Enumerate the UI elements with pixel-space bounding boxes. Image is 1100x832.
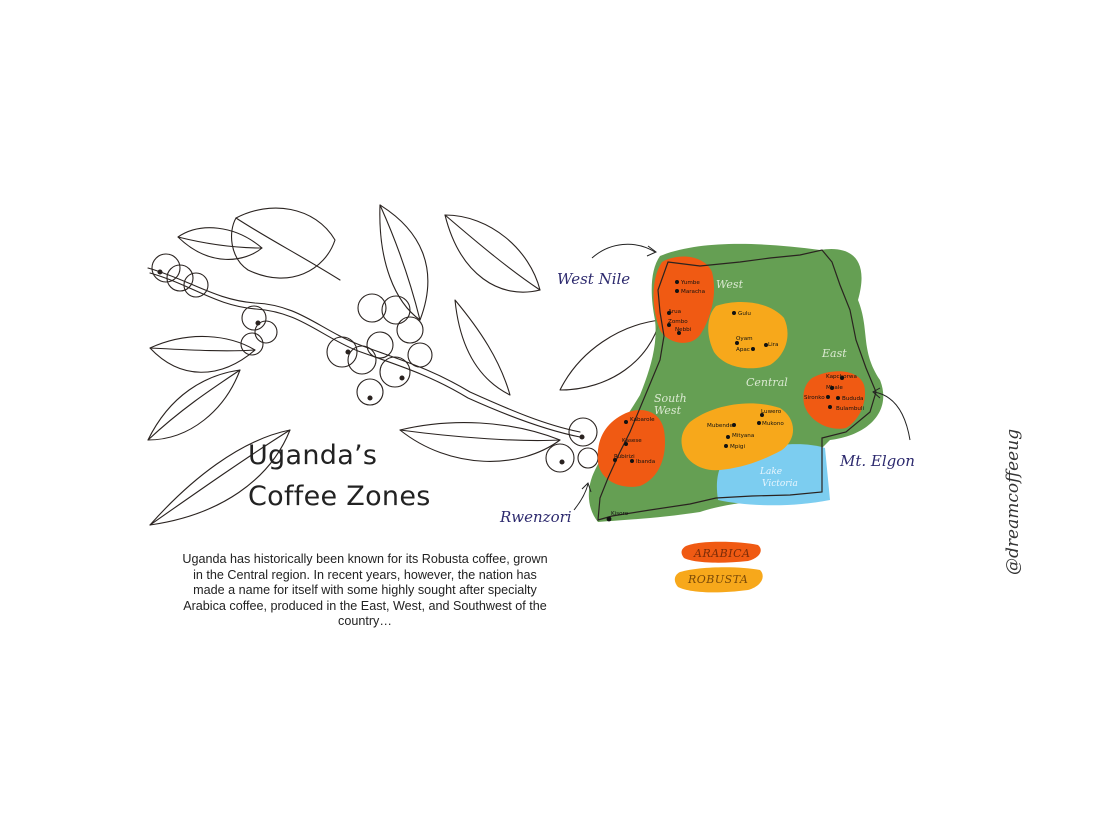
place-nebbi: Nebbi — [675, 327, 692, 333]
place-mityana: Mityana — [732, 433, 754, 439]
legend-label-robusta: ROBUSTA — [687, 573, 748, 586]
legend-swatch-robusta — [674, 567, 763, 593]
place-mubende: Mubende — [707, 423, 733, 429]
legend: ARABICA ROBUSTA — [674, 541, 763, 593]
place-mbale: Mbale — [826, 385, 843, 391]
callouts: West Nile Mt. Elgon Rwenzori — [499, 243, 915, 526]
place-oyam: Oyam — [736, 336, 753, 342]
uganda-map: Yumbe Maracha Arua Zombo Nebbi Gulu Oyam… — [588, 243, 884, 523]
lake-label-line1: Lake — [759, 467, 782, 477]
place-rubirizi: Rubirizi — [614, 454, 635, 460]
legend-swatch-arabica — [681, 541, 761, 563]
region-central: Central — [746, 376, 788, 389]
region-east: East — [821, 347, 847, 360]
arrow-mt-elgon — [873, 391, 911, 441]
place-kisoro: Kisoro — [611, 511, 629, 517]
place-bududa: Bududa — [842, 396, 863, 402]
place-kabarole: Kabarole — [630, 417, 655, 423]
description-paragraph: Uganda has historically been known for i… — [182, 552, 548, 629]
place-mukono: Mukono — [762, 421, 784, 427]
zone-rwenzori-arabica — [597, 410, 665, 487]
place-lira: Lira — [768, 342, 778, 348]
region-south-west-line2: West — [654, 404, 682, 417]
place-ibanda: Ibanda — [636, 459, 655, 465]
zone-west-nile-arabica — [653, 256, 715, 343]
social-handle: @dreamcoffeeug — [1003, 428, 1023, 575]
callout-west-nile: West Nile — [557, 270, 630, 288]
zone-central-robusta — [681, 403, 794, 471]
place-bulambuli: Bulambuli — [836, 406, 864, 412]
zone-north-robusta — [708, 302, 788, 369]
place-mpigi: Mpigi — [730, 444, 745, 450]
title-line-1: Uganda’s — [248, 440, 378, 471]
place-maracha: Maracha — [681, 289, 705, 295]
uganda-border — [597, 249, 877, 521]
arrow-west-nile — [591, 243, 656, 259]
place-arua: Arua — [668, 309, 681, 315]
place-kasese: Kasese — [622, 438, 642, 444]
coffee-branch-drawing — [147, 204, 661, 526]
place-gulu: Gulu — [738, 311, 751, 317]
lake-label-line2: Victoria — [762, 479, 798, 489]
legend-label-arabica: ARABICA — [693, 547, 750, 560]
city-dots — [606, 280, 844, 522]
region-south-west-line1: South — [654, 392, 687, 405]
place-sironko: Sironko — [804, 395, 825, 401]
arrow-rwenzori — [573, 483, 589, 511]
place-apac: Apac — [736, 347, 750, 353]
place-yumbe: Yumbe — [680, 280, 700, 286]
callout-rwenzori: Rwenzori — [499, 508, 572, 526]
region-west: West — [716, 278, 744, 291]
place-luwero: Luwero — [761, 409, 782, 415]
title-line-2: Coffee Zones — [248, 481, 431, 512]
zone-mt-elgon-arabica — [803, 371, 866, 429]
callout-mt-elgon: Mt. Elgon — [839, 452, 915, 470]
place-kapchorwa: Kapchorwa — [826, 374, 857, 380]
place-zombo: Zombo — [668, 319, 688, 325]
